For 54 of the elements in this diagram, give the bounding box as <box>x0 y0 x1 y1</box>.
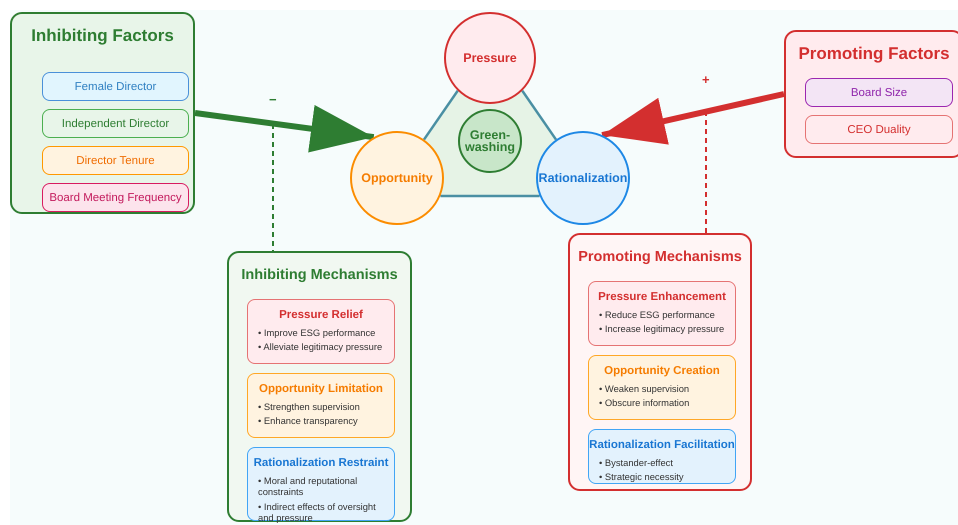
factor-group-panel <box>10 12 195 214</box>
bullet-point: • Improve ESG performance <box>258 327 376 338</box>
mechanism-card <box>247 299 395 364</box>
mechanism-card <box>588 281 736 346</box>
mechanism-title: Pressure Enhancement <box>597 291 727 303</box>
factor-group-panel <box>784 30 958 158</box>
triangle-side <box>440 194 540 198</box>
bullet-point: • Moral and reputational constraints <box>258 475 358 498</box>
factor-tag <box>42 146 189 175</box>
factor-label: Independent Director <box>62 118 170 130</box>
mechanism-card <box>588 429 736 484</box>
element-label: Pressure <box>462 50 518 66</box>
element-label: Rationalization <box>538 170 628 186</box>
factor-tag <box>42 183 189 212</box>
influence-arrow <box>601 91 785 145</box>
factor-label: Female Director <box>74 80 156 92</box>
influence-arrow <box>194 104 374 152</box>
panel-title: Promoting Mechanisms <box>577 249 743 265</box>
bullet-point: • Increase legitimacy pressure <box>599 323 726 335</box>
bullet-point: • Strengthen supervision <box>258 401 361 412</box>
factor-label: Board Size <box>850 86 908 98</box>
factor-label: CEO Duality <box>847 124 911 136</box>
mechanism-title: Rationalization Restraint <box>252 457 390 469</box>
element-label: Opportunity <box>360 170 434 186</box>
factor-tag <box>805 115 953 144</box>
bullet-point: • Enhance transparency <box>258 415 359 427</box>
mechanism-panel <box>227 251 412 522</box>
panel-title: Inhibiting Factors <box>30 26 175 46</box>
bullet-point: • Alleviate legitimacy pressure <box>258 341 384 353</box>
triangle-side <box>521 90 558 140</box>
dashed-connector <box>272 124 274 251</box>
factor-label: Board Meeting Frequency <box>49 192 182 204</box>
panel-title: Inhibiting Mechanisms <box>240 267 399 283</box>
bullet-point: • Weaken supervision <box>599 383 690 394</box>
mechanism-title: Rationalization Facilitation <box>589 439 735 451</box>
triangle-side <box>422 90 459 140</box>
bullet-point: • Indirect effects of oversight and pressure <box>258 500 377 524</box>
mechanism-panel <box>568 233 752 491</box>
mechanism-title: Opportunity Creation <box>603 365 721 377</box>
mechanism-card <box>247 447 395 521</box>
bullet-point: • Bystander-effect <box>599 457 674 468</box>
factor-tag <box>805 78 953 107</box>
bullet-point: • Obscure information <box>599 397 690 409</box>
bullet-point: • Reduce ESG performance <box>599 309 716 320</box>
factor-tag <box>42 109 189 138</box>
factor-label: Director Tenure <box>76 154 155 166</box>
panel-title: Promoting Factors <box>797 44 951 64</box>
element-label: Green- washing <box>464 128 516 154</box>
mechanism-title: Pressure Relief <box>278 309 364 321</box>
mechanism-title: Opportunity Limitation <box>258 383 384 395</box>
bullet-point: • Strategic necessity <box>599 471 685 483</box>
mechanism-card <box>588 355 736 420</box>
factor-tag <box>42 72 189 101</box>
mechanism-card <box>247 373 395 438</box>
